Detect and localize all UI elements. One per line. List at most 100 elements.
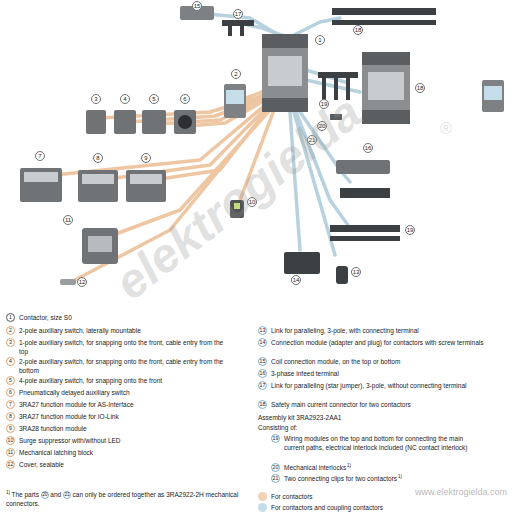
list-number: 7	[6, 400, 15, 409]
list-number: 2	[6, 326, 15, 335]
inline-callout-number: 21	[63, 491, 71, 499]
list-text: Mechanical interlocks	[284, 464, 346, 471]
list-number: 5	[6, 376, 15, 385]
list-number: 3	[6, 338, 15, 347]
callout-number: 5	[149, 94, 159, 104]
list-number: 12	[6, 460, 15, 469]
list-text-block: Connection module (adapter and plug) for…	[271, 338, 491, 347]
list-text: Wiring modules on the top and bottom for…	[284, 435, 468, 451]
list-text: Surge suppressor with/without LED	[19, 437, 121, 444]
footnote-mark: 1)	[6, 490, 10, 495]
list-number: 4	[6, 357, 15, 366]
callout-number: 15	[192, 1, 202, 11]
legend-text: For contactors	[271, 492, 313, 501]
list-text: and	[50, 491, 61, 498]
watermark-mark: ®	[440, 120, 452, 138]
list-text-block: 4-pole auxiliary switch, for snapping on…	[19, 376, 224, 385]
callout-number: 16	[363, 143, 373, 153]
list-text-block: Wiring modules on the top and bottom for…	[284, 434, 484, 452]
callout-number: 9	[141, 153, 151, 163]
list-number: 20	[271, 463, 280, 472]
list-text-block: 1)The parts20and21can only be ordered to…	[6, 490, 241, 508]
list-text: 3RA28 function module	[19, 425, 87, 432]
list-number: 10	[6, 436, 15, 445]
list-text-block: 2-pole auxiliary switch, laterally mount…	[19, 326, 224, 335]
list-text-block: Surge suppressor with/without LED	[19, 436, 224, 445]
list-text-block: 3RA27 function module for IO-Link	[19, 412, 224, 421]
list-text: Link for paralleling, 3-pole, with conne…	[271, 327, 419, 334]
list-text-block: Two connecting clips for two contactors1…	[284, 474, 484, 483]
list-text: Pneumatically delayed auxiliary switch	[19, 389, 130, 396]
list-text-block: 1-pole auxiliary switch, for snapping on…	[19, 338, 224, 356]
callout-number: 17	[233, 9, 243, 19]
callout-number: 4	[120, 94, 130, 104]
list-number: 13	[258, 326, 267, 335]
callout-number: 2	[231, 69, 241, 79]
list-number: 8	[6, 412, 15, 421]
callout-number: 8	[93, 153, 103, 163]
list-text: Safety main current connector for two co…	[271, 401, 411, 408]
callout-number: 18	[415, 83, 425, 93]
footnote-mark: 1)	[398, 474, 402, 479]
list-text: Assembly kit 3RA2923-2AA1	[258, 414, 341, 421]
list-text-block: Cover, sealable	[19, 460, 224, 469]
callout-number: 7	[35, 151, 45, 161]
callout-number: 1	[315, 35, 325, 45]
watermark: elektrogielda	[104, 85, 371, 311]
list-text: 3RA27 function module for AS-Interface	[19, 401, 134, 408]
list-text-block: 3RA27 function module for AS-Interface	[19, 400, 224, 409]
list-text: 1-pole auxiliary switch, for snapping on…	[19, 339, 223, 355]
list-text-block: Assembly kit 3RA2923-2AA1	[258, 413, 498, 422]
list-number: 18	[258, 400, 267, 409]
callout-number: 12	[77, 277, 87, 287]
list-number: 14	[258, 338, 267, 347]
list-text: 2-pole auxiliary switch, laterally mount…	[19, 327, 141, 334]
list-text: 2-pole auxiliary switch, for snapping on…	[19, 358, 223, 374]
list-number: 16	[258, 369, 267, 378]
list-text: Two connecting clips for two contactors	[284, 475, 397, 482]
list-text: Connection module (adapter and plug) for…	[271, 339, 483, 346]
list-text: Link for paralleling (star jumper), 3-po…	[271, 382, 466, 389]
list-text-block: 3-phase infeed terminal	[271, 369, 503, 378]
list-text: Consisting of:	[258, 424, 297, 431]
list-text-block: 2-pole auxiliary switch, for snapping on…	[19, 357, 224, 375]
list-text-block: Link for paralleling, 3-pole, with conne…	[271, 326, 503, 335]
footnote-mark: 1)	[347, 463, 351, 468]
callout-number: 18	[353, 25, 363, 35]
list-text: 3-phase infeed terminal	[271, 370, 339, 377]
list-text: The parts	[11, 491, 38, 498]
list-text: Mechanical latching block	[19, 449, 93, 456]
list-text-block: Link for paralleling (star jumper), 3-po…	[271, 381, 491, 390]
callout-number: 11	[63, 215, 73, 225]
list-text-block: Mechanical latching block	[19, 448, 224, 457]
list-text-block: Pneumatically delayed auxiliary switch	[19, 388, 224, 397]
list-number: 1	[6, 313, 15, 322]
list-number: 9	[6, 424, 15, 433]
list-number: 17	[258, 381, 267, 390]
list-number: 19	[271, 434, 280, 443]
legend-text: For contactors and coupling contactors	[271, 503, 383, 512]
list-text: Contactor, size S0	[19, 314, 72, 321]
list-text-block: Consisting of:	[258, 423, 498, 432]
list-text-block: Contactor, size S0	[19, 313, 224, 322]
list-number: 11	[6, 448, 15, 457]
list-text-block: 3RA28 function module	[19, 424, 224, 433]
legend-swatch	[258, 503, 267, 512]
legend-swatch	[258, 492, 267, 501]
callout-number: 13	[351, 267, 361, 277]
list-number: 6	[6, 388, 15, 397]
list-text-block: Safety main current connector for two co…	[271, 400, 503, 409]
callout-number: 19	[405, 225, 415, 235]
callout-number: 14	[291, 275, 301, 285]
list-number: 15	[258, 357, 267, 366]
list-number: 21	[271, 474, 280, 483]
list-text: Coil connection module, on the top or bo…	[271, 358, 400, 365]
list-text: 3RA27 function module for IO-Link	[19, 413, 119, 420]
list-text: 4-pole auxiliary switch, for snapping on…	[19, 377, 162, 384]
callout-number: 3	[91, 94, 101, 104]
list-text-block: Mechanical interlocks1)	[284, 463, 484, 472]
inline-callout-number: 20	[41, 491, 49, 499]
callout-number: 6	[180, 94, 190, 104]
list-text: Cover, sealable	[19, 461, 64, 468]
